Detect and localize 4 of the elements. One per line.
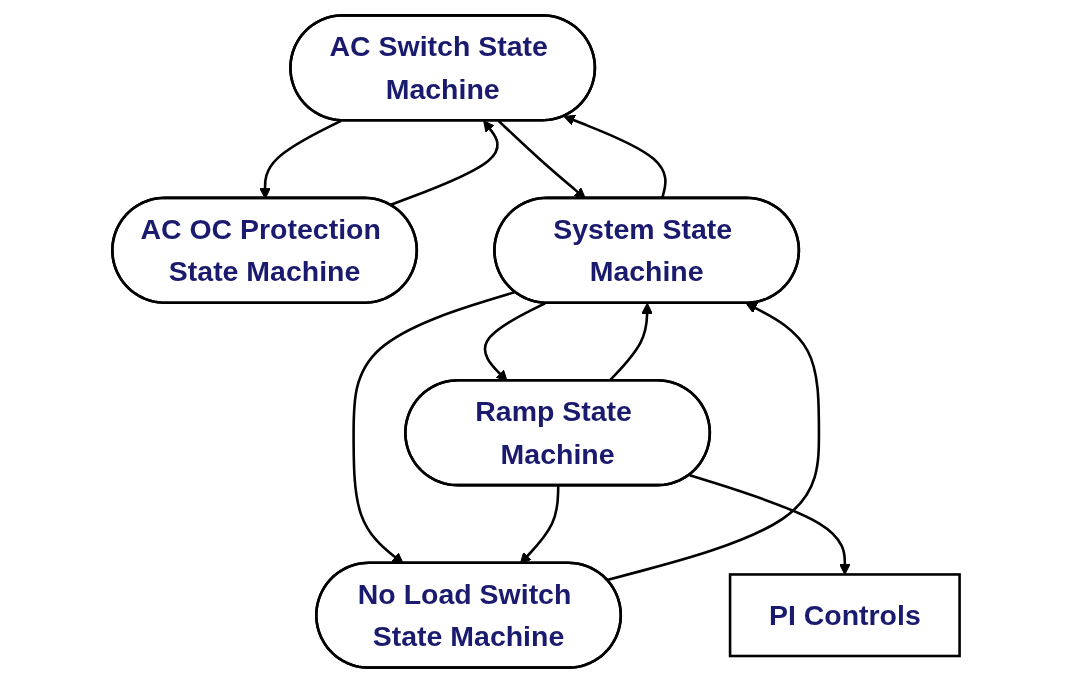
node-box: PI Controls	[728, 573, 961, 658]
arrow	[688, 473, 851, 575]
arrow	[606, 302, 820, 582]
arrow	[389, 120, 499, 207]
